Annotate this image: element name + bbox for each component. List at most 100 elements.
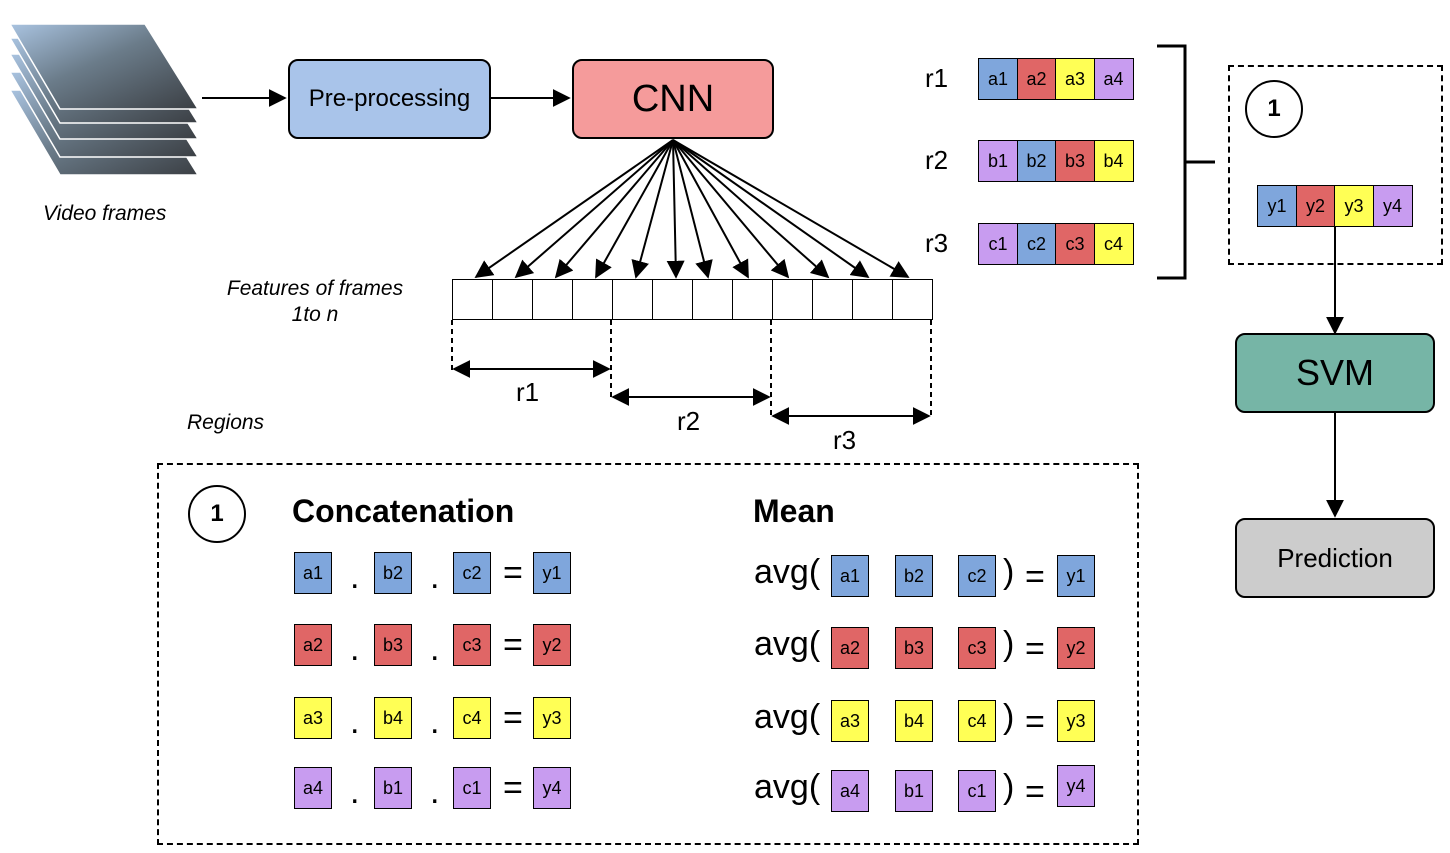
mean-avg-close: ) [1003,768,1015,806]
mean-output-cell: y4 [1057,765,1095,807]
prediction-node: Prediction [1235,518,1435,598]
concat-dot: . [350,773,360,811]
vector-cell-c3: c3 [1055,223,1095,265]
cnn-feature-arrow [666,139,685,279]
feature-cell [532,279,573,320]
concat-output-cell: y3 [533,697,571,739]
vector-cell-b1: b1 [978,140,1018,182]
concat-equals: = [503,699,523,737]
region-vector-label-r3: r3 [925,228,949,258]
region-r3-label: r3 [833,425,857,455]
concat-equals: = [503,626,523,664]
vector-cell-a3: a3 [1055,58,1095,100]
mean-input-cell: b1 [895,770,933,812]
vector-cell-y3: y3 [1334,185,1374,227]
mean-input-cell: c4 [958,700,996,742]
region-r2-label: r2 [677,406,701,436]
cnn-feature-arrow [672,139,870,279]
mean-equals: = [1025,630,1045,668]
feature-cell [812,279,853,320]
vector-cell-b2: b2 [1016,140,1057,182]
preprocessing-label: Pre-processing [308,85,471,112]
concat-dot: . [350,630,360,668]
concat-input-cell: a1 [294,552,332,594]
concat-input-cell: b2 [374,552,412,594]
feature-cell [652,279,693,320]
regions-label: Regions [187,411,265,434]
fusion-legend-box [157,463,1139,845]
vector-cell-b3: b3 [1055,140,1095,182]
mean-avg-open: avg( [754,553,821,591]
vector-cell-c1: c1 [978,223,1018,265]
cnn-feature-arrow [474,139,674,279]
feature-cell [612,279,653,320]
preprocessing-node: Pre-processing [288,59,491,139]
concat-dot: . [350,703,360,741]
concat-input-cell: c3 [453,624,491,666]
mean-input-cell: b3 [895,627,933,669]
concat-input-cell: b3 [374,624,412,666]
feature-cell [732,279,773,320]
concat-dot: . [430,773,440,811]
mean-avg-open: avg( [754,698,821,736]
concat-dot: . [430,630,440,668]
cnn-label: CNN [631,77,715,120]
vector-cell-y4: y4 [1372,185,1413,227]
mean-output-cell: y1 [1057,555,1095,597]
mean-title: Mean [753,493,835,529]
region-vector-label-r1: r1 [925,63,949,93]
mean-avg-close: ) [1003,625,1015,663]
features-label-line1: Features of frames [226,277,404,300]
feature-cell [892,279,933,320]
vector-cell-a4: a4 [1093,58,1134,100]
cnn-feature-arrow [631,139,674,279]
mean-output-cell: y2 [1057,627,1095,669]
concat-input-cell: b4 [374,697,412,739]
concatenation-title: Concatenation [292,493,515,529]
feature-cell [692,279,733,320]
mean-input-cell: a3 [831,700,869,742]
mean-equals: = [1025,558,1045,596]
mean-input-cell: a4 [831,770,869,812]
vector-cell-a1: a1 [978,58,1018,100]
svm-label: SVM [1295,352,1374,393]
concat-input-cell: c2 [453,552,491,594]
concat-equals: = [503,769,523,807]
mean-avg-close: ) [1003,698,1015,736]
concat-input-cell: a3 [294,697,332,739]
vector-cell-c2: c2 [1016,223,1057,265]
mean-equals: = [1025,703,1045,741]
concat-dot: . [430,703,440,741]
cnn-feature-arrow [672,139,910,278]
mean-input-cell: c3 [958,627,996,669]
concat-output-cell: y2 [533,624,571,666]
vector-cell-y1: y1 [1257,185,1297,227]
fusion-box [1228,65,1443,265]
cnn-feature-arrow [672,139,790,279]
concat-input-cell: b1 [374,767,412,809]
mean-input-cell: b4 [895,700,933,742]
mean-input-cell: a2 [831,627,869,669]
concat-equals: = [503,554,523,592]
feature-cell [492,279,533,320]
cnn-feature-arrow [595,139,674,279]
mean-output-cell: y3 [1057,700,1095,742]
svm-node: SVM [1235,333,1435,413]
cnn-feature-arrow [514,139,674,279]
fusion-marker: 1 [1245,80,1303,138]
feature-cell [852,279,893,320]
concat-input-cell: a4 [294,767,332,809]
legend-marker: 1 [188,485,246,543]
mean-avg-open: avg( [754,768,821,806]
mean-input-cell: c1 [958,770,996,812]
feature-cell [452,279,493,320]
concat-input-cell: c1 [453,767,491,809]
cnn-feature-arrow [554,139,674,279]
cnn-node: CNN [572,59,774,139]
feature-cell [772,279,813,320]
concat-output-cell: y4 [533,767,571,809]
mean-equals: = [1025,773,1045,811]
cnn-feature-arrow [672,139,713,279]
